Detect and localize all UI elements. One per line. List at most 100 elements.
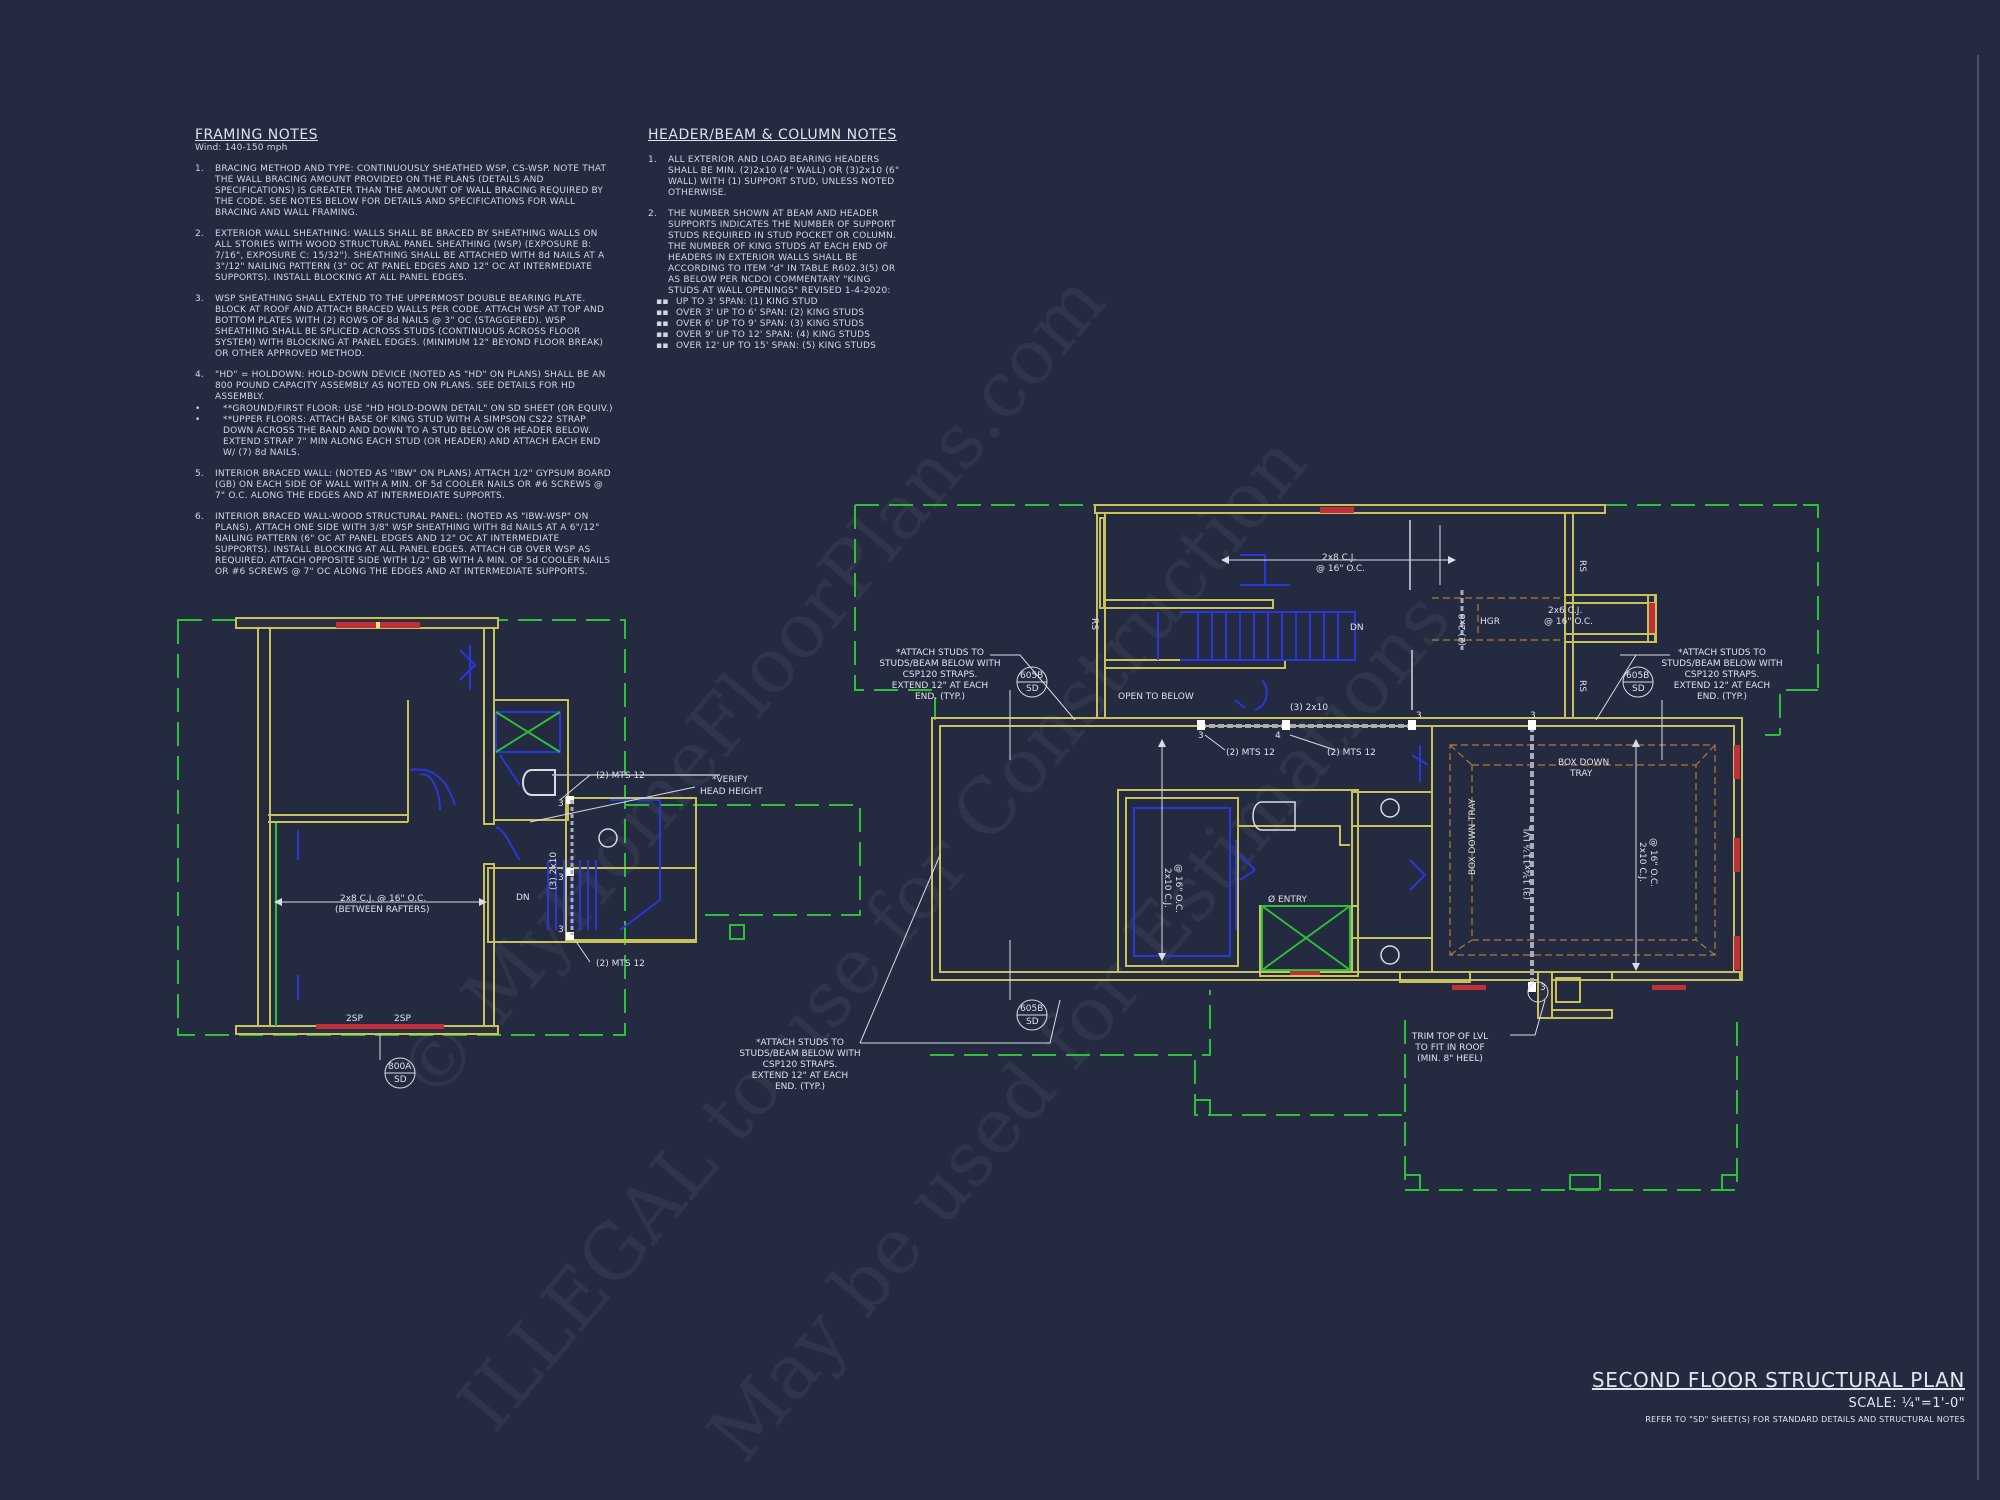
svg-text:800A: 800A	[388, 1062, 412, 1072]
king-stud-bullet: ▪▪OVER 12' UP TO 15' SPAN: (5) KING STUD…	[656, 341, 877, 351]
sink-icon	[598, 828, 618, 848]
shower-lines	[495, 711, 561, 753]
king-stud-bullet: ▪▪OVER 6' UP TO 9' SPAN: (3) KING STUDS	[656, 319, 865, 329]
king-stud-bullet: ▪▪UP TO 3' SPAN: (1) KING STUD	[656, 297, 818, 307]
header-note-1: 1.ALL EXTERIOR AND LOAD BEARING HEADERS …	[648, 155, 900, 198]
roof-outline-lower-right	[1404, 1020, 1738, 1191]
door	[1240, 554, 1290, 586]
rs-label: RS	[1577, 680, 1587, 692]
detail-tag-605b-bottom: 605B SD	[1016, 999, 1048, 1031]
wall	[1537, 971, 1553, 1019]
svg-text:605B: 605B	[1020, 1004, 1043, 1014]
header-label: 2SP	[346, 1014, 363, 1024]
wall	[493, 699, 569, 821]
svg-text:TO FIT IN ROOF: TO FIT IN ROOF	[1414, 1043, 1484, 1053]
header-red	[316, 1024, 444, 1029]
door-swing	[1239, 854, 1427, 891]
support-count: 3	[558, 799, 564, 809]
cj-right-label: 2x6 C.J.	[1548, 606, 1582, 616]
shower	[495, 711, 561, 753]
support-count: 3	[1198, 731, 1204, 741]
wall	[483, 863, 495, 1027]
sink-icon	[1380, 945, 1400, 965]
stair-treads	[1197, 612, 1339, 660]
svg-text:TRIM TOP OF LVL: TRIM TOP OF LVL	[1411, 1032, 1488, 1042]
framing-note-5: 5.INTERIOR BRACED WALL: (NOTED AS "IBW" …	[195, 469, 611, 501]
header-notes-title: HEADER/BEAM & COLUMN NOTES	[648, 127, 897, 143]
support-count: 3	[1540, 983, 1546, 993]
roof-outline-ticks	[178, 504, 1818, 1190]
trim-lvl-callout: TRIM TOP OF LVL TO FIT IN ROOF (MIN. 8" …	[1411, 1032, 1488, 1064]
svg-text:(MIN. 8" HEEL): (MIN. 8" HEEL)	[1417, 1054, 1483, 1064]
svg-text:END. (TYP.): END. (TYP.)	[1697, 692, 1747, 702]
wall	[1399, 971, 1471, 983]
svg-text:CSP120 STRAPS.: CSP120 STRAPS.	[1685, 670, 1760, 680]
mts-label: (2) MTS 12	[596, 771, 645, 781]
hgr-label: HGR	[1480, 617, 1500, 627]
cj-top-label-2: @ 16" O.C.	[1316, 564, 1365, 574]
open-below-label: OPEN TO BELOW	[1118, 692, 1194, 702]
roof-outline-upper-left	[854, 505, 936, 720]
svg-text:SD: SD	[1026, 1017, 1039, 1027]
svg-text:605B: 605B	[1020, 671, 1043, 681]
shower-right	[1261, 905, 1351, 971]
fixture	[459, 645, 477, 690]
cj-2x10-label: 2x10 C.J.	[1162, 868, 1172, 908]
beam-label: (2) 2x8	[1458, 613, 1468, 646]
left-wing-walls	[235, 617, 697, 1035]
wall	[1611, 971, 1741, 981]
room-wall	[1351, 791, 1433, 827]
framing-note-6: 6.INTERIOR BRACED WALL-WOOD STRUCTURAL P…	[195, 512, 611, 577]
attach-callout-bottom-left: *ATTACH STUDS TO STUDS/BEAM BELOW WITH C…	[739, 1038, 860, 1092]
svg-text:EXTEND 12" AT EACH: EXTEND 12" AT EACH	[892, 681, 988, 691]
framing-note-4: 4."HD" = HOLDOWN: HOLD-DOWN DEVICE (NOTE…	[195, 370, 613, 458]
interior-partitions	[1099, 517, 1413, 710]
beams	[1197, 590, 1536, 992]
roof-outline-lower-middle	[1194, 1060, 1406, 1116]
closet	[1133, 807, 1231, 957]
beam-label: (3) 2x10	[549, 852, 559, 890]
tray-ceiling	[1432, 597, 1716, 956]
rs-label: RS	[1089, 618, 1099, 630]
verify-label-2: HEAD HEIGHT	[700, 787, 763, 797]
cj-right-label-2: @ 16" O.C.	[1544, 617, 1593, 627]
support-count: 3	[558, 925, 564, 935]
cj-2x10-label-2: @ 16" O.C.	[1648, 838, 1658, 887]
door-swing	[1234, 679, 1268, 711]
svg-text:*ATTACH STUDS TO: *ATTACH STUDS TO	[1678, 648, 1766, 658]
svg-text:CSP120 STRAPS.: CSP120 STRAPS.	[763, 1060, 838, 1070]
cj-top-label: 2x8 C.J.	[1322, 553, 1356, 563]
right-wing-headers	[1290, 507, 1740, 990]
svg-text:EXTEND 12" AT EACH: EXTEND 12" AT EACH	[752, 1071, 848, 1081]
wall	[1564, 594, 1656, 604]
svg-text:*ATTACH STUDS TO: *ATTACH STUDS TO	[896, 648, 984, 658]
wall	[257, 627, 271, 1027]
left-wing-posts	[566, 796, 574, 940]
svg-text:SD: SD	[1026, 684, 1039, 694]
svg-text:CSP120 STRAPS.: CSP120 STRAPS.	[903, 670, 978, 680]
room-wall	[1117, 789, 1359, 973]
exterior-wall-outer	[931, 717, 1743, 981]
svg-text:END. (TYP.): END. (TYP.)	[775, 1082, 825, 1092]
room-wall	[1351, 937, 1433, 973]
stair-rail	[610, 799, 661, 931]
svg-text:END. (TYP.): END. (TYP.)	[915, 692, 965, 702]
framing-notes: FRAMING NOTES Wind: 140-150 mph 1.BRACIN…	[195, 127, 615, 588]
detail-tag-800a: 800A SD	[379, 1034, 416, 1089]
right-wing-walls	[931, 504, 1743, 1019]
dn-label: DN	[1350, 623, 1364, 633]
svg-text:EXTEND 12" AT EACH: EXTEND 12" AT EACH	[1674, 681, 1770, 691]
roof-outline	[177, 504, 1819, 1191]
room-wall	[1125, 797, 1239, 967]
wall	[1104, 659, 1286, 669]
cj-2x10-label: 2x10 C.J.	[1637, 842, 1647, 882]
room-wall	[1238, 825, 1350, 846]
header-beam-notes: HEADER/BEAM & COLUMN NOTES 1.ALL EXTERIO…	[648, 127, 903, 352]
svg-text:SD: SD	[394, 1075, 407, 1085]
svg-text:STUDS/BEAM BELOW WITH: STUDS/BEAM BELOW WITH	[1661, 659, 1782, 669]
framing-notes-subtitle: Wind: 140-150 mph	[195, 143, 288, 153]
framing-notes-title: FRAMING NOTES	[195, 127, 319, 143]
detail-tag-605b-top: 605B SD	[1016, 666, 1048, 698]
mts-label: (2) MTS 12	[1226, 748, 1275, 758]
